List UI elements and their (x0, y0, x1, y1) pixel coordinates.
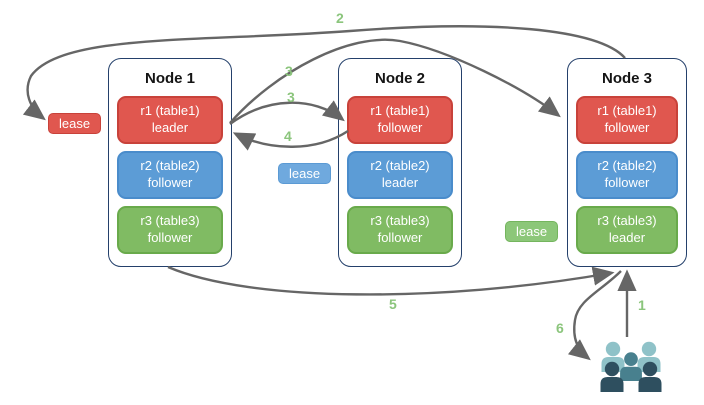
node-1-replica-r2: r2 (table2) follower (117, 151, 223, 199)
replica-role: follower (147, 230, 193, 245)
node-1-replica-r1: r1 (table1) leader (117, 96, 223, 144)
replica-name: r3 (table3) (597, 213, 657, 229)
replica-role: leader (608, 230, 646, 245)
step-label-6: 6 (556, 320, 564, 336)
lease-tag-green: lease (505, 221, 559, 242)
arrow-step-4-node2-to-node1 (232, 129, 349, 151)
node-2-replica-r3: r3 (table3) follower (347, 206, 453, 254)
replica-role: follower (604, 120, 650, 135)
arrow-step-5-node1-to-node3 (167, 265, 615, 296)
node-2-replica-r1: r1 (table1) follower (347, 96, 453, 144)
arrow-step-3-node1-to-node2 (229, 100, 345, 125)
replica-role: follower (377, 120, 423, 135)
step-label-3a: 3 (285, 63, 293, 79)
replica-role: leader (151, 120, 189, 135)
replica-role: follower (604, 175, 650, 190)
users-group-icon (600, 341, 662, 392)
step-label-4: 4 (284, 128, 292, 144)
replica-name: r1 (table1) (597, 103, 657, 119)
replica-role: follower (147, 175, 193, 190)
node-2-replica-r2: r2 (table2) leader (347, 151, 453, 199)
replica-name: r1 (table1) (370, 103, 430, 119)
replica-name: r2 (table2) (597, 158, 657, 174)
node-3-replica-r3: r3 (table3) leader (576, 206, 678, 254)
node-3-title: Node 3 (601, 70, 652, 87)
step-label-1: 1 (638, 297, 646, 313)
step-label-5: 5 (389, 296, 397, 312)
node-1-box: Node 1 r1 (table1) leader r2 (table2) fo… (108, 58, 232, 267)
node-1-title: Node 1 (144, 70, 195, 87)
replica-name: r3 (table3) (140, 213, 200, 229)
replica-name: r2 (table2) (140, 158, 200, 174)
step-label-3b: 3 (287, 89, 295, 105)
node-2-box: Node 2 r1 (table1) follower r2 (table2) … (338, 58, 462, 267)
replica-role: leader (381, 175, 419, 190)
node-1-replica-r3: r3 (table3) follower (117, 206, 223, 254)
lease-tag-blue: lease (278, 163, 332, 184)
lease-tag-red: lease (48, 113, 102, 134)
step-label-2: 2 (336, 10, 344, 26)
replica-role: follower (377, 230, 423, 245)
replica-name: r1 (table1) (140, 103, 200, 119)
arrow-step-6-node3-to-users (567, 270, 622, 361)
node-3-replica-r2: r2 (table2) follower (576, 151, 678, 199)
replica-name: r2 (table2) (370, 158, 430, 174)
node-3-box: Node 3 r1 (table1) follower r2 (table2) … (567, 58, 687, 267)
node-2-title: Node 2 (374, 70, 425, 87)
replica-name: r3 (table3) (370, 213, 430, 229)
node-3-replica-r1: r1 (table1) follower (576, 96, 678, 144)
